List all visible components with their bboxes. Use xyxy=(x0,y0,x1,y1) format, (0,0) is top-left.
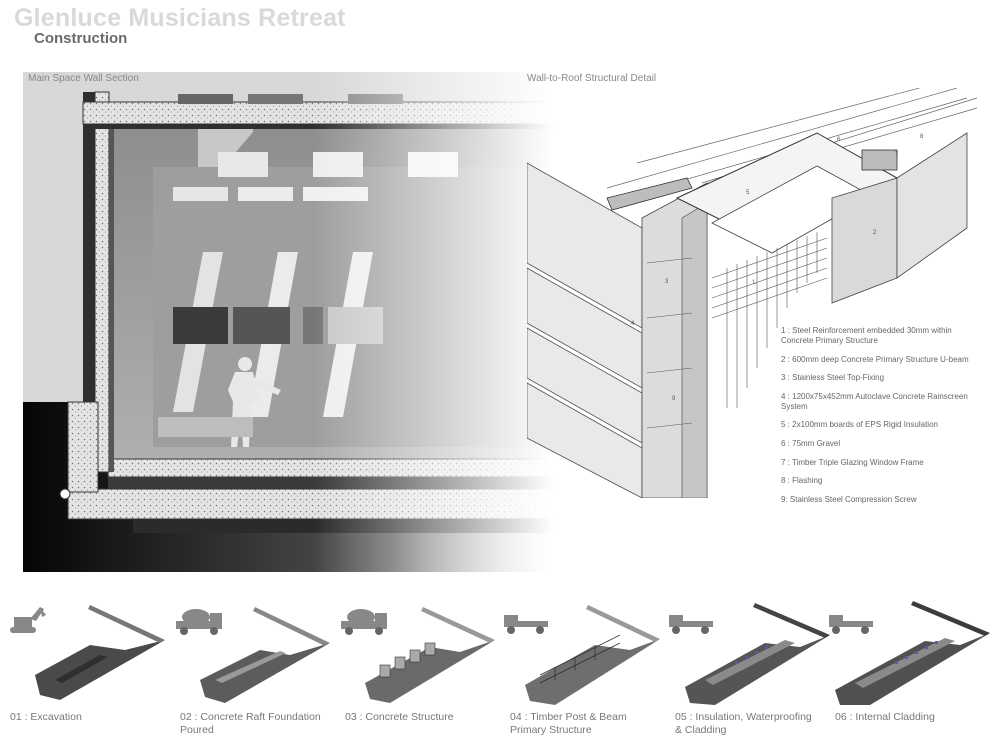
stage-label-02: 02 : Concrete Raft Foundation Poured xyxy=(180,711,321,736)
stage-label-06: 06 : Internal Cladding xyxy=(835,711,935,723)
callout-9: 9 xyxy=(672,396,676,402)
callout-5: 5 xyxy=(746,190,750,196)
stage-concrete-structure: 03 : Concrete Structure xyxy=(335,595,500,745)
legend-item-2: 2 : 600mm deep Concrete Primary Structur… xyxy=(781,354,969,364)
wall-section-drawing xyxy=(23,72,554,572)
section-label: Main Space Wall Section xyxy=(28,73,139,84)
stage-label-01: 01 : Excavation xyxy=(10,711,82,723)
legend-item-3: 3 : Stainless Steel Top-Fixing xyxy=(781,373,885,383)
flatbed-truck-icon xyxy=(504,615,548,634)
concrete-mixer-icon xyxy=(176,609,222,635)
stage-internal-cladding: 06 : Internal Cladding xyxy=(825,595,990,745)
stage-label-03: 03 : Concrete Structure xyxy=(345,711,454,723)
page-title: Glenluce Musicians Retreat xyxy=(14,4,346,32)
legend-item-1: 1 : Steel Reinforcement embedded 30mm wi… xyxy=(781,326,952,345)
callout-6: 6 xyxy=(837,137,841,143)
legend-item-6: 6 : 75mm Gravel xyxy=(781,438,841,448)
page-subtitle: Construction xyxy=(34,30,128,47)
stage-excavation: 01 : Excavation xyxy=(0,595,165,745)
concrete-mixer-icon xyxy=(341,609,387,635)
stage-timber-post-beam: 04 : Timber Post & Beam Primary Structur… xyxy=(500,595,665,745)
legend-item-8: 8 : Flashing xyxy=(781,476,823,486)
flatbed-truck-icon xyxy=(829,615,873,634)
legend-item-5: 5 : 2x100mm boards of EPS Rigid Insulati… xyxy=(781,420,938,430)
callout-4: 4 xyxy=(631,321,635,327)
detail-legend: 1 : Steel Reinforcement embedded 30mm wi… xyxy=(781,326,981,513)
stage-insulation-cladding: 05 : Insulation, Waterproofing & Claddin… xyxy=(665,595,830,745)
callout-3: 3 xyxy=(665,279,669,285)
stage-label-05: 05 : Insulation, Waterproofing & Claddin… xyxy=(675,711,812,736)
legend-item-9: 9: Stainless Steel Compression Screw xyxy=(781,494,917,504)
excavator-icon xyxy=(10,607,46,633)
legend-item-7: 7 : Timber Triple Glazing Window Frame xyxy=(781,457,924,467)
callout-8: 8 xyxy=(920,134,924,140)
flatbed-truck-icon xyxy=(669,615,713,634)
stage-raft-foundation: 02 : Concrete Raft Foundation Poured xyxy=(170,595,335,745)
callout-2: 2 xyxy=(873,230,877,236)
callout-1: 1 xyxy=(752,280,756,286)
construction-stages: 01 : Excavation 02 : Concrete Raft Found… xyxy=(0,595,1000,750)
detail-label: Wall-to-Roof Structural Detail xyxy=(527,73,657,84)
callout-7: 7 xyxy=(895,152,899,158)
roof-detail-drawing: 1 2 3 4 5 6 7 8 9 xyxy=(526,77,982,499)
stage-label-04: 04 : Timber Post & Beam Primary Structur… xyxy=(510,711,627,736)
legend-item-4: 4 : 1200x75x452mm Autoclave Concrete Rai… xyxy=(781,391,968,411)
